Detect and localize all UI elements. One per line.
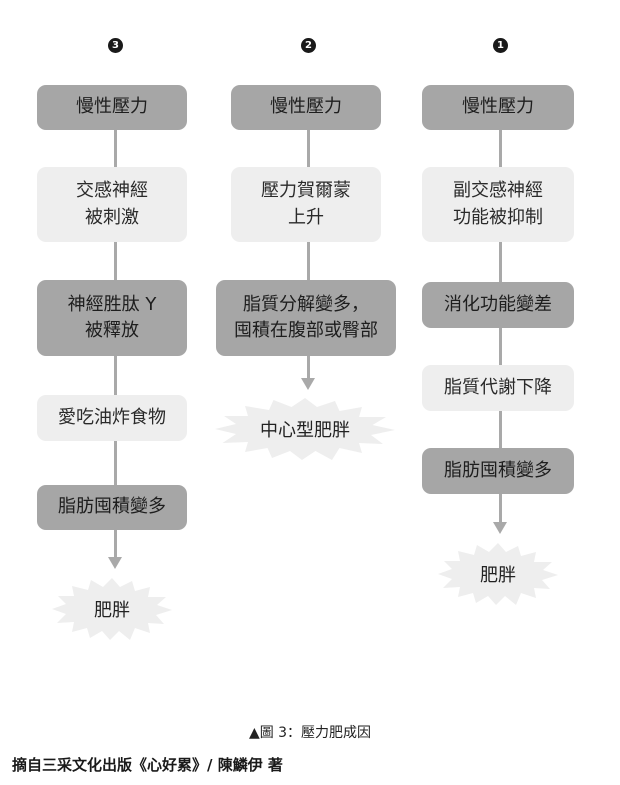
flow-step-fat-storage: 脂肪囤積變多	[422, 448, 574, 494]
figure-caption: ▲圖 3：壓力肥成因	[248, 725, 372, 741]
step-number-badge: 3	[108, 38, 123, 53]
result-label: 肥胖	[94, 600, 130, 621]
connector-line	[114, 528, 117, 560]
connector-line	[307, 130, 310, 380]
result-burst: 中心型肥胖	[215, 398, 395, 460]
arrow-down-icon	[493, 522, 507, 534]
flow-step-fried-food: 愛吃油炸食物	[37, 395, 187, 441]
result-label: 中心型肥胖	[260, 420, 350, 441]
result-burst: 肥胖	[52, 578, 172, 640]
flow-step-lipolysis: 脂質分解變多， 囤積在腹部或臀部	[216, 280, 396, 356]
flow-step-fat-storage: 脂肪囤積變多	[37, 485, 187, 530]
burst-shape	[215, 398, 395, 460]
flow-step-sympathetic: 交感神經 被刺激	[37, 167, 187, 242]
step-number-badge: 2	[301, 38, 316, 53]
flow-step-label: 慢性壓力	[76, 96, 148, 118]
flow-step-chronic-stress: 慢性壓力	[37, 85, 187, 130]
flow-column-1: 1 慢性壓力 副交感神經 功能被抑制 消化功能變差 脂質代謝下降 脂肪囤積變多 …	[420, 0, 580, 700]
result-burst: 肥胖	[438, 543, 558, 605]
flow-step-neuropeptide-y: 神經胜肽 Y 被釋放	[37, 280, 187, 356]
flow-column-3: 3 慢性壓力 交感神經 被刺激 神經胜肽 Y 被釋放 愛吃油炸食物 脂肪囤積變多…	[35, 0, 195, 700]
step-number-badge: 1	[493, 38, 508, 53]
arrow-down-icon	[108, 557, 122, 569]
flow-step-parasympathetic: 副交感神經 功能被抑制	[422, 167, 574, 242]
source-credit: 摘自三采文化出版《心好累》/ 陳鱗伊 著	[12, 756, 283, 774]
burst-shape	[438, 543, 558, 605]
flow-step-chronic-stress: 慢性壓力	[231, 85, 381, 130]
flow-step-digestion: 消化功能變差	[422, 282, 574, 328]
arrow-down-icon	[301, 378, 315, 390]
burst-shape	[52, 578, 172, 640]
flow-step-chronic-stress: 慢性壓力	[422, 85, 574, 130]
result-label: 肥胖	[480, 565, 516, 586]
flow-column-2: 2 慢性壓力 壓力賀爾蒙 上升 脂質分解變多， 囤積在腹部或臀部 中心型肥胖	[215, 0, 396, 700]
flow-step-lipid-metabolism: 脂質代謝下降	[422, 365, 574, 411]
flow-step-stress-hormone: 壓力賀爾蒙 上升	[231, 167, 381, 242]
